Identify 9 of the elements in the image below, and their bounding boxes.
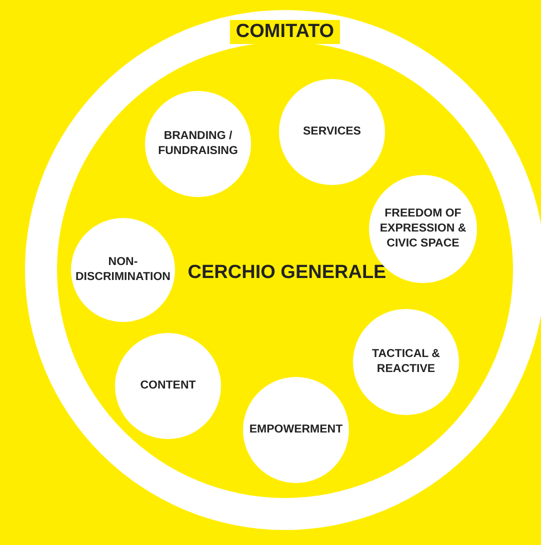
ring-title: COMITATO	[230, 20, 340, 44]
circle-label: TACTICAL & REACTIVE	[371, 347, 441, 377]
circle-label: CONTENT	[139, 378, 197, 394]
circle-label: NON-DISCRIMINATION	[74, 255, 172, 285]
circle-label: SERVICES	[302, 124, 362, 140]
circle-label: FREEDOM OF EXPRESSION & CIVIC SPACE	[378, 206, 468, 252]
circle-label: BRANDING / FUNDRAISING	[157, 129, 239, 159]
circle-title: CERCHIO GENERALE	[187, 262, 387, 284]
circle-label: EMPOWERMENT	[248, 422, 344, 438]
